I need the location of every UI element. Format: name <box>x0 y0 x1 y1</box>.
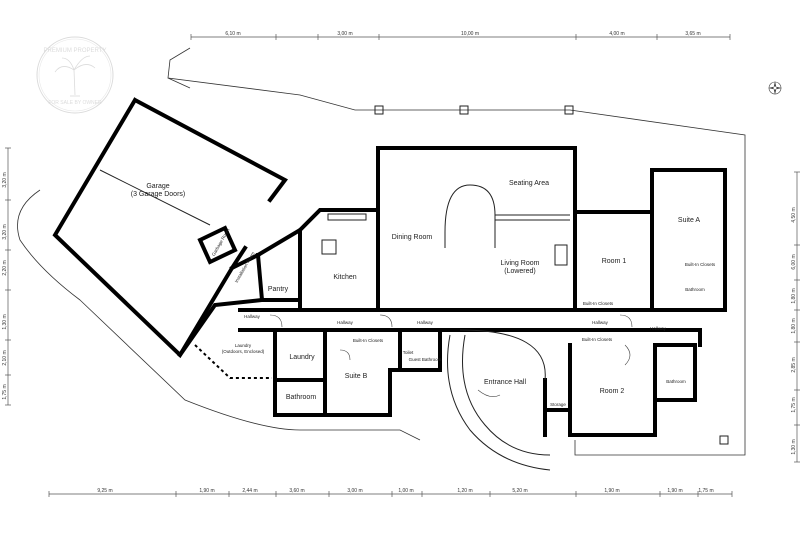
watermark-top-text: PREMIUM PROPERTY <box>44 48 107 54</box>
dim-top-3: 10,00 m <box>461 31 479 37</box>
house-walls <box>177 146 727 471</box>
doors <box>269 314 633 397</box>
laundry-label: Laundry <box>289 354 315 361</box>
dim-bottom-4: 3,60 m <box>289 488 304 494</box>
dim-bottom-1: 9,25 m <box>97 488 112 494</box>
built-in-closets-b-label: Built-In Closets <box>353 338 384 343</box>
bathroom-a-label: Bathroom <box>685 287 705 292</box>
dim-right-2: 6,00 m <box>791 254 797 269</box>
dim-left-4: 1,30 m <box>2 314 8 329</box>
dim-bottom-9: 1,90 m <box>604 488 619 494</box>
dim-bottom-8: 5,20 m <box>512 488 527 494</box>
dim-right-7: 1,30 m <box>791 439 797 454</box>
dim-top-4: 4,00 m <box>609 31 624 37</box>
dim-bottom-10: 1,90 m <box>667 488 682 494</box>
room1-label: Room 1 <box>602 258 627 265</box>
suite-a-label: Suite A <box>678 217 701 224</box>
built-in-closets-a-label: Built-In Closets <box>685 262 716 267</box>
dim-left-2: 3,20 m <box>2 224 8 239</box>
watermark-seal: PREMIUM PROPERTY FOR SALE BY OWNER <box>36 36 114 114</box>
guest-bathroom-label: Guest Bathroom <box>409 357 442 362</box>
kitchen-label: Kitchen <box>333 274 356 281</box>
dimension-left: 3,20 m 3,20 m 2,20 m 1,30 m 2,10 m 1,75 … <box>2 147 11 406</box>
toilet-label: Toilet <box>403 350 414 355</box>
hallway-mid-label: Hallway <box>337 320 354 325</box>
hallway-right-label: Hallway <box>592 320 609 325</box>
garage-label: Garage <box>146 183 169 190</box>
dim-bottom-11: 1,75 m <box>698 488 713 494</box>
dim-left-6: 1,75 m <box>2 384 8 399</box>
hallway-far-right-label: Hallway <box>650 326 667 331</box>
laundry-outdoor-sublabel: (Outdoors, Enclosed) <box>222 349 265 354</box>
garage-sublabel: (3 Garage Doors) <box>131 191 185 198</box>
bathroom-r2-label: Bathroom <box>666 379 686 384</box>
dim-left-5: 2,10 m <box>2 350 8 365</box>
landscape-outline <box>17 47 746 456</box>
enclosed-laundry-boundary <box>194 344 272 379</box>
dim-top-1: 6,10 m <box>225 31 240 37</box>
suite-b-label: Suite B <box>345 373 368 380</box>
entrance-hall-label: Entrance Hall <box>484 379 526 386</box>
compass-rose-icon <box>768 81 782 95</box>
dimension-right: 4,50 m 6,00 m 1,80 m 1,80 m 2,85 m 1,75 … <box>791 171 800 463</box>
dim-right-5: 2,85 m <box>791 357 797 372</box>
dim-top-5: 3,65 m <box>685 31 700 37</box>
dimension-bottom: 9,25 m 1,90 m 2,44 m 3,60 m 3,00 m 1,00 … <box>48 488 733 497</box>
pantry-label: Pantry <box>268 286 289 293</box>
dimension-top: 6,10 m 3,00 m 10,00 m 4,00 m 3,65 m <box>190 31 731 40</box>
built-in-closets-r1-label: Built-In Closets <box>583 301 614 306</box>
living-room-sublabel: (Lowered) <box>504 268 536 275</box>
palm-tree-icon <box>54 55 96 97</box>
dining-room-label: Dining Room <box>392 234 433 241</box>
dim-right-4: 1,80 m <box>791 318 797 333</box>
living-room-label: Living Room <box>501 260 540 267</box>
watermark-bottom-text: FOR SALE BY OWNER <box>48 100 102 106</box>
dim-bottom-7: 1,20 m <box>457 488 472 494</box>
hallway-left-label: Hallway <box>244 314 261 319</box>
dim-right-3: 1,80 m <box>791 288 797 303</box>
seating-area-label: Seating Area <box>509 180 549 187</box>
dim-bottom-2: 1,90 m <box>199 488 214 494</box>
room2-label: Room 2 <box>600 388 625 395</box>
laundry-outdoor-label: Laundry <box>235 343 252 348</box>
dim-top-2: 3,00 m <box>337 31 352 37</box>
dim-bottom-5: 3,00 m <box>347 488 362 494</box>
dim-left-1: 3,20 m <box>2 172 8 187</box>
dim-bottom-6: 1,00 m <box>398 488 413 494</box>
dim-right-6: 1,75 m <box>791 397 797 412</box>
room-labels: Pantry Kitchen Dining Room Seating Area … <box>222 180 716 407</box>
bathroom-b-label: Bathroom <box>286 394 317 401</box>
dim-right-1: 4,50 m <box>791 207 797 222</box>
hallway-center-label: Hallway <box>417 320 434 325</box>
garage: Garage (3 Garage Doors) Garbage Room Ins… <box>52 97 288 359</box>
dim-bottom-3: 2,44 m <box>242 488 257 494</box>
storage-label: Storage <box>550 402 566 407</box>
built-in-closets-r2-label: Built-In Closets <box>582 337 613 342</box>
dim-left-3: 2,20 m <box>2 260 8 275</box>
